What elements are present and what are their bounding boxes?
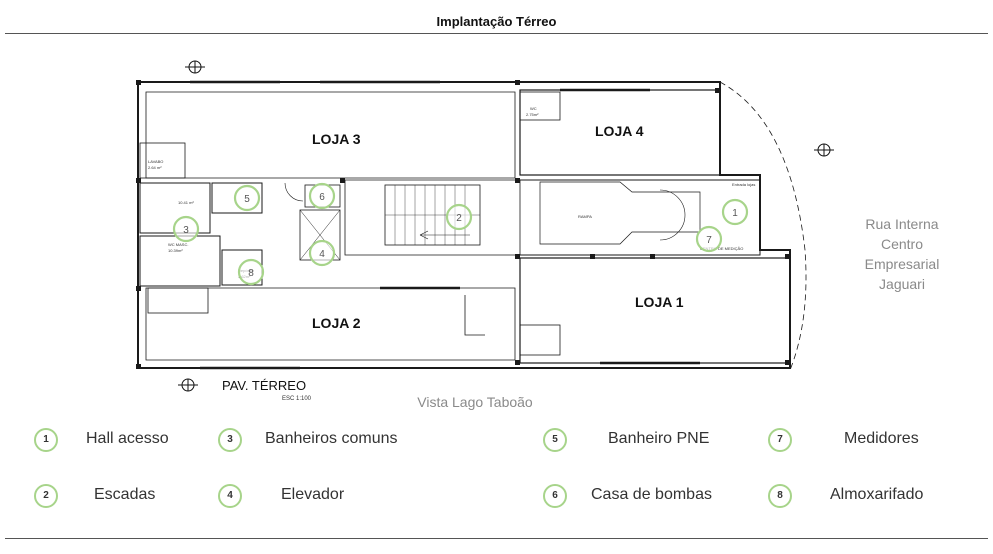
legend-label-4: Elevador (281, 486, 345, 503)
view-label: Vista Lago Taboão (417, 394, 533, 410)
label-wc-area: 2.75m² (526, 112, 539, 117)
street-line-4: Jaguari (879, 276, 925, 292)
legend-label-6: Casa de bombas (591, 486, 712, 503)
label-entrada: Entrada lojas (732, 182, 755, 187)
label-medidores: CENTRO DE MEDIÇÃO (700, 246, 743, 251)
legend-label-2: Escadas (94, 486, 156, 503)
marker-8 (237, 258, 265, 286)
label-lavabo-area: 2.64 m² (148, 165, 162, 170)
room-label-loja4: LOJA 4 (595, 123, 644, 139)
legend-label-3: Banheiros comuns (265, 430, 398, 447)
bottom-divider (5, 538, 988, 539)
top-divider (5, 33, 988, 34)
marker-6 (308, 182, 336, 210)
legend-marker-4: 4 (218, 484, 242, 508)
marker-6-num: 6 (319, 192, 325, 203)
marker-4-num: 4 (319, 249, 325, 260)
room-label-loja1: LOJA 1 (635, 294, 684, 310)
marker-1-num: 1 (732, 208, 738, 219)
compass-icon-bottom (178, 378, 198, 392)
scale-label: ESC 1:100 (282, 396, 312, 402)
legend-marker-3: 3 (218, 428, 242, 452)
street-line-3: Empresarial (865, 256, 940, 272)
label-lavabo: LAVABO (148, 159, 163, 164)
label-wc-masc-area: 10.39m² (168, 248, 183, 253)
marker-3-num: 3 (183, 225, 189, 236)
page-title: Implantação Térreo (436, 14, 557, 29)
legend-label-5: Banheiro PNE (608, 430, 710, 447)
compass-icon (185, 60, 205, 74)
label-rampa: RAMPA (578, 214, 592, 219)
ramp-outline (539, 181, 701, 245)
street-line-1: Rua Interna (865, 216, 938, 232)
floor-plan: LOJA 3 LOJA 4 LOJA 1 LOJA 2 LAVABO 2.64 … (0, 40, 993, 420)
legend-marker-5: 5 (543, 428, 567, 452)
marker-2-num: 2 (456, 213, 462, 224)
legend-marker-1: 1 (34, 428, 58, 452)
floor-label: PAV. TÉRREO (222, 378, 306, 393)
label-wc-fem-area: 10.41 m² (178, 200, 194, 205)
site-boundary (719, 81, 807, 371)
legend-label-7: Medidores (844, 430, 919, 447)
marker-7 (695, 225, 723, 253)
legend-marker-6: 6 (543, 484, 567, 508)
label-wc-masc: WC MASC. (168, 242, 188, 247)
street-line-2: Centro (881, 236, 923, 252)
room-label-loja3: LOJA 3 (312, 131, 361, 147)
floor-plan-drawing: LOJA 3 LOJA 4 LOJA 1 LOJA 2 LAVABO 2.64 … (136, 60, 940, 410)
marker-3 (172, 215, 200, 243)
legend-label-1: Hall acesso (86, 430, 169, 447)
legend-marker-7: 7 (768, 428, 792, 452)
loja1-outline (519, 257, 791, 364)
marker-8-num: 8 (248, 268, 254, 279)
marker-1 (721, 198, 749, 226)
legend-marker-2: 2 (34, 484, 58, 508)
room-label-loja2: LOJA 2 (312, 315, 361, 331)
legend-label-8: Almoxarifado (830, 486, 924, 503)
marker-4 (308, 239, 336, 267)
compass-icon-right (814, 143, 834, 157)
marker-7-num: 7 (706, 235, 712, 246)
label-wc: WC (530, 106, 537, 111)
marker-5-num: 5 (244, 194, 250, 205)
legend-marker-8: 8 (768, 484, 792, 508)
marker-5 (233, 184, 261, 212)
marker-2 (445, 203, 473, 231)
